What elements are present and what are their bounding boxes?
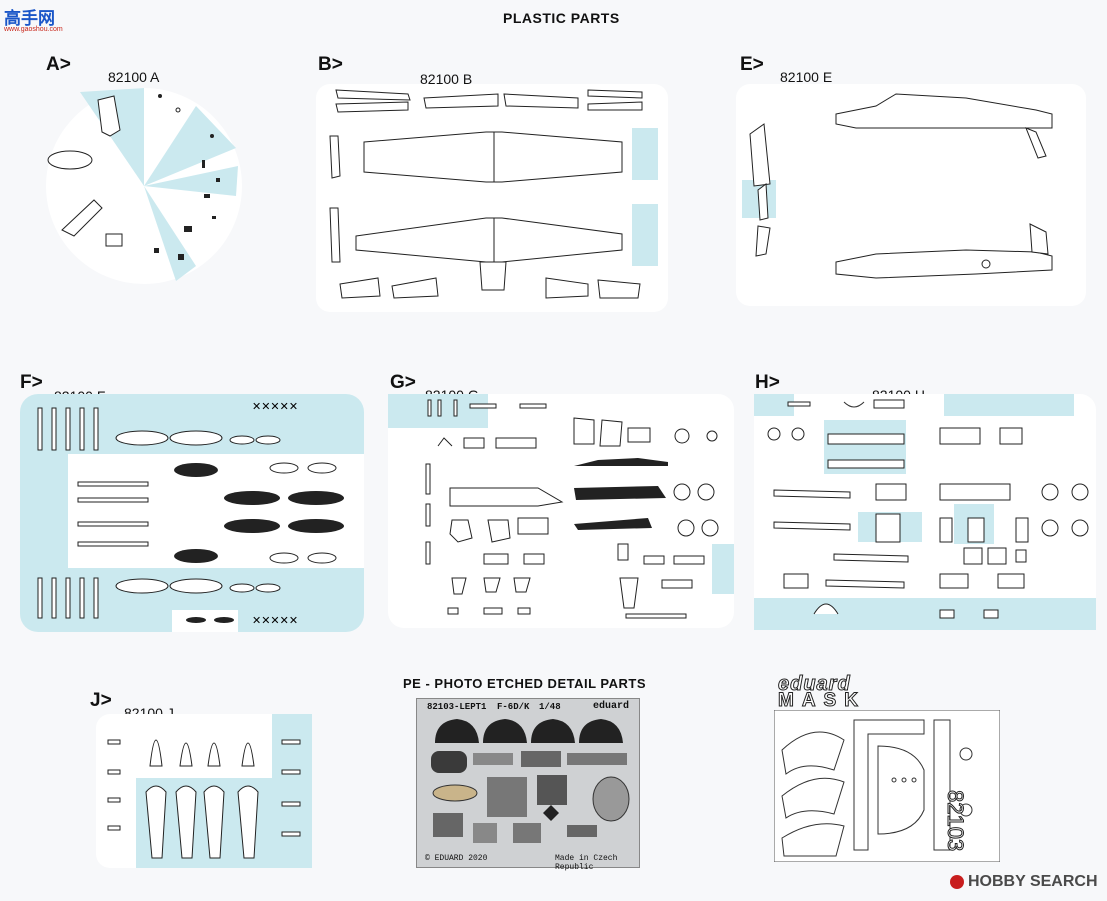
pe-made-in: Made in Czech Republic [555,854,618,872]
pe-plate-brand: eduard [593,701,630,712]
site-logo-url: www.gaoshou.com [4,26,63,33]
sprue-e-letter: E> [740,54,764,75]
sprue-b-code: 82100 B [420,71,473,87]
sprue-j-diagram [96,714,312,868]
pe-plate-parts [431,719,630,843]
sprue-a-diagram [46,88,242,284]
sprue-g-letter: G> [390,372,416,393]
sprue-a-code: 82100 A [108,69,160,85]
pe-plate-code: 82103-LEPT1 [427,702,487,712]
pe-copyright: © EDUARD 2020 [425,854,488,863]
mask-sheet [774,710,1000,862]
sprue-j-letter: J> [90,690,112,711]
page-title: PLASTIC PARTS [503,10,620,26]
sprue-e-code: 82100 E [780,69,833,85]
mask-brand: eduard [778,673,851,696]
site-logo: 高手网 www.gaoshou.com [4,4,68,38]
sprue-e-diagram [742,93,1053,279]
pe-title: PE - PHOTO ETCHED DETAIL PARTS [403,676,647,691]
sprue-a-letter: A> [46,54,71,75]
mask-label: MASK [778,690,866,712]
mask-code: 82103 [943,790,969,852]
sprue-f-diagram: ✕✕✕✕✕ ✕✕✕✕✕ [20,394,364,632]
sprue-h-diagram [754,394,1096,630]
sprue-f-letter: F> [20,372,43,393]
pe-plate-type: F-6D/K [497,702,530,712]
watermark: HOBBY SEARCH [968,873,1098,890]
sprue-g-diagram [388,394,734,628]
svg-text:✕✕✕✕✕: ✕✕✕✕✕ [252,615,298,627]
svg-text:✕✕✕✕✕: ✕✕✕✕✕ [252,401,298,413]
sprue-b-letter: B> [318,54,343,75]
sprue-b-diagram [329,89,658,299]
sprue-h-letter: H> [755,372,780,393]
pe-plate-scale: 1/48 [539,702,561,712]
pe-plate: 82103-LEPT1 F-6D/K 1/48 eduard © EDUARD … [416,698,640,872]
site-logo-name: 高手网 [4,9,55,29]
watermark-icon [950,875,964,889]
